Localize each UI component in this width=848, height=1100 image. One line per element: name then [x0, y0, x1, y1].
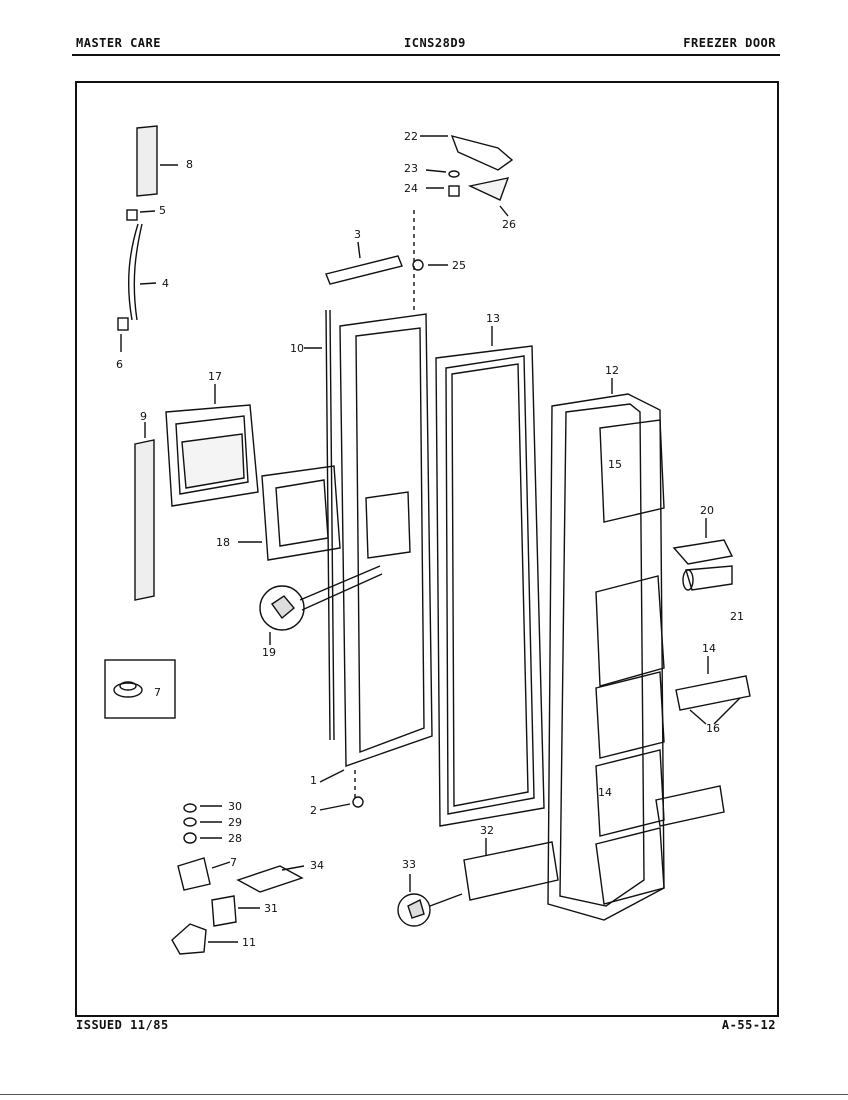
part-20-cover: [672, 518, 734, 565]
label-part-26: 26: [502, 218, 516, 231]
header-model-number: ICNS28D9: [404, 36, 466, 50]
label-part-2: 2: [310, 804, 317, 817]
label-part-25: 25: [452, 259, 466, 272]
label-part-7: 7: [154, 686, 161, 699]
part-21-bracket: [682, 565, 733, 591]
part-27-hinge-bracket: [177, 857, 231, 891]
part-22-hinge: [420, 134, 514, 171]
diagram-frame: [75, 81, 779, 1017]
label-part-9: 9: [140, 410, 147, 423]
label-part-6: 6: [116, 358, 123, 371]
label-part-19: 19: [262, 646, 276, 659]
label-part-17: 17: [208, 370, 222, 383]
header-section-title: FREEZER DOOR: [683, 36, 776, 50]
footer-issue-date: ISSUED 11/85: [76, 1018, 169, 1032]
footer-page-code: A-55-12: [721, 1018, 776, 1032]
part-4-wire-harness: [117, 209, 157, 352]
part-23-24-bushings: [425, 169, 460, 197]
part-11-cap: [171, 923, 238, 955]
label-part-12: 12: [605, 364, 619, 377]
part-31-bracket: [211, 895, 260, 927]
label-part-23: 23: [404, 162, 418, 175]
label-part-21: 21: [730, 610, 744, 623]
label-part-33: 33: [402, 858, 416, 871]
part-14-shelf-rail: [675, 656, 751, 725]
part-13-gasket: [435, 326, 545, 827]
label-part-34: 34: [310, 859, 324, 872]
label-part-16: 16: [706, 722, 720, 735]
label-part-31: 31: [264, 902, 278, 915]
part-17-frame: [165, 384, 259, 507]
label-part-28: 28: [228, 832, 242, 845]
part-19-detail: [259, 565, 383, 645]
part-32-rail: [463, 785, 725, 901]
part-12-door-shell: [547, 378, 665, 921]
label-part-29: 29: [228, 816, 242, 829]
label-part-30: 30: [228, 800, 242, 813]
label-part-22: 22: [404, 130, 418, 143]
label-part-3: 3: [354, 228, 361, 241]
part-2-plug: [319, 796, 364, 811]
page-bottom-rule: [0, 1094, 848, 1095]
part-8-strip: [136, 125, 178, 197]
label-part-14: 14: [702, 642, 716, 655]
part-7-inset: [104, 659, 176, 719]
header-rule: [72, 54, 780, 56]
part-3-bracket: [325, 241, 403, 285]
part-10-rod: [304, 309, 335, 741]
label-part-8: 8: [186, 158, 193, 171]
label-part-15: 15: [608, 458, 622, 471]
part-33-detail: [397, 874, 463, 927]
part-18-plate: [238, 465, 341, 561]
label-part-20: 20: [700, 504, 714, 517]
label-part-24: 24: [404, 182, 418, 195]
part-25-screw: [412, 259, 448, 271]
label-part-11: 11: [242, 936, 256, 949]
part-34-plate: [236, 865, 305, 893]
header-brand: MASTER CARE: [76, 36, 161, 50]
label-part-1: 1: [310, 774, 317, 787]
part-number-labels: 8 5 4 6 9 17 18 19 7 10 1 2 3 22 23 24 2…: [116, 130, 744, 949]
label-part-18: 18: [216, 536, 230, 549]
part-9-strip: [134, 422, 155, 601]
part-1-door-frame: [319, 210, 433, 798]
label-part-5: 5: [159, 204, 166, 217]
label-part-4: 4: [162, 277, 169, 290]
label-part-10: 10: [290, 342, 304, 355]
label-part-14b: 14: [598, 786, 612, 799]
part-28-30-stack: [183, 803, 222, 844]
part-26-plate: [467, 177, 510, 217]
label-part-32: 32: [480, 824, 494, 837]
label-part-13: 13: [486, 312, 500, 325]
label-part-27: 7: [230, 856, 237, 869]
